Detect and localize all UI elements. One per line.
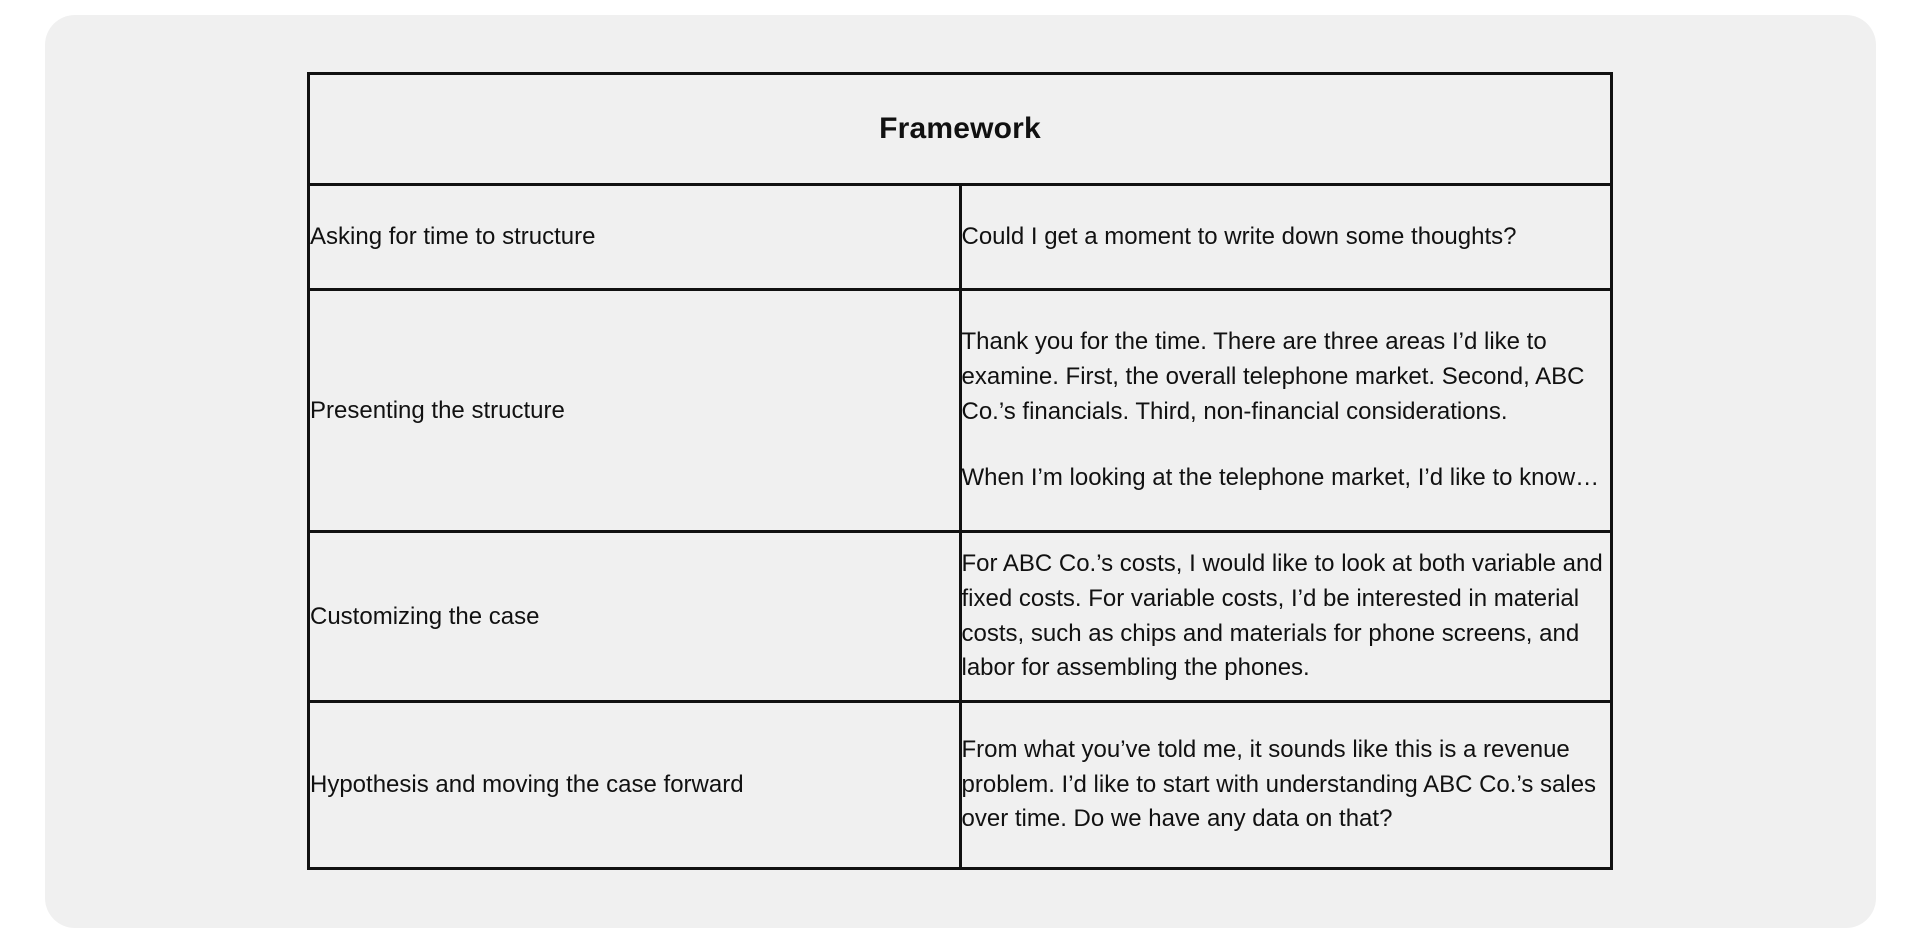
table-row: Customizing the case For ABC Co.’s costs… bbox=[307, 530, 1613, 703]
row-body-cell-customizing-the-case: For ABC Co.’s costs, I would like to loo… bbox=[958, 530, 1613, 703]
row-paragraph: From what you’ve told me, it sounds like… bbox=[961, 736, 1597, 833]
row-paragraph: Could I get a moment to write down some … bbox=[961, 222, 1517, 250]
page-title: Framework bbox=[879, 112, 1041, 145]
table-title-cell: Framework bbox=[307, 72, 1613, 186]
row-body: From what you’ve told me, it sounds like… bbox=[962, 733, 1611, 837]
row-paragraph: Thank you for the time. There are three … bbox=[961, 328, 1585, 425]
row-body: Could I get a moment to write down some … bbox=[962, 220, 1611, 255]
row-body: For ABC Co.’s costs, I would like to loo… bbox=[962, 547, 1611, 685]
row-label-cell-hypothesis-and-moving: Hypothesis and moving the case forward bbox=[307, 700, 962, 870]
row-label: Hypothesis and moving the case forward bbox=[310, 771, 744, 798]
row-label: Customizing the case bbox=[310, 602, 540, 630]
row-body: Thank you for the time. There are three … bbox=[962, 325, 1611, 495]
row-paragraph: For ABC Co.’s costs, I would like to loo… bbox=[961, 550, 1603, 682]
content-card: Framework Asking for time to structure C… bbox=[45, 15, 1876, 928]
row-label-cell-customizing-the-case: Customizing the case bbox=[307, 530, 962, 703]
table-row: Asking for time to structure Could I get… bbox=[307, 183, 1613, 291]
framework-table: Framework Asking for time to structure C… bbox=[307, 72, 1613, 870]
row-label-cell-asking-for-time: Asking for time to structure bbox=[307, 183, 962, 291]
row-paragraph: When I’m looking at the telephone market… bbox=[961, 464, 1600, 492]
row-label: Presenting the structure bbox=[310, 396, 565, 424]
row-label-cell-presenting-the-structure: Presenting the structure bbox=[307, 288, 962, 533]
row-body-cell-asking-for-time: Could I get a moment to write down some … bbox=[958, 183, 1613, 291]
row-label: Asking for time to structure bbox=[310, 223, 596, 250]
table-row: Hypothesis and moving the case forward F… bbox=[307, 700, 1613, 870]
row-body-cell-presenting-the-structure: Thank you for the time. There are three … bbox=[958, 288, 1613, 533]
table-title-row: Framework bbox=[307, 72, 1613, 186]
table-row: Presenting the structure Thank you for t… bbox=[307, 288, 1613, 533]
row-body-cell-hypothesis-and-moving: From what you’ve told me, it sounds like… bbox=[958, 700, 1613, 870]
